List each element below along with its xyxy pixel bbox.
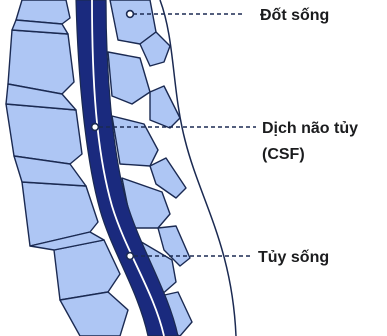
- vertebral-body-5: [54, 240, 120, 300]
- vertebral-body-3: [6, 104, 82, 164]
- csf-pointer-dot: [92, 124, 99, 131]
- spinal-cord-pointer-dot: [127, 253, 134, 260]
- csf-label-line1: Dịch não tủy: [262, 120, 358, 137]
- spinous-process-2: [150, 86, 180, 128]
- vertebra-label: Đốt sống: [260, 7, 329, 24]
- csf-label-line2: (CSF): [262, 146, 305, 163]
- arch-2: [108, 52, 150, 104]
- disc-5: [60, 292, 128, 336]
- arch-3: [112, 116, 158, 166]
- vertebral-body-2: [8, 30, 74, 94]
- spinal-cord-label: Tủy sống: [258, 249, 329, 266]
- vertebra-pointer-dot: [127, 11, 134, 18]
